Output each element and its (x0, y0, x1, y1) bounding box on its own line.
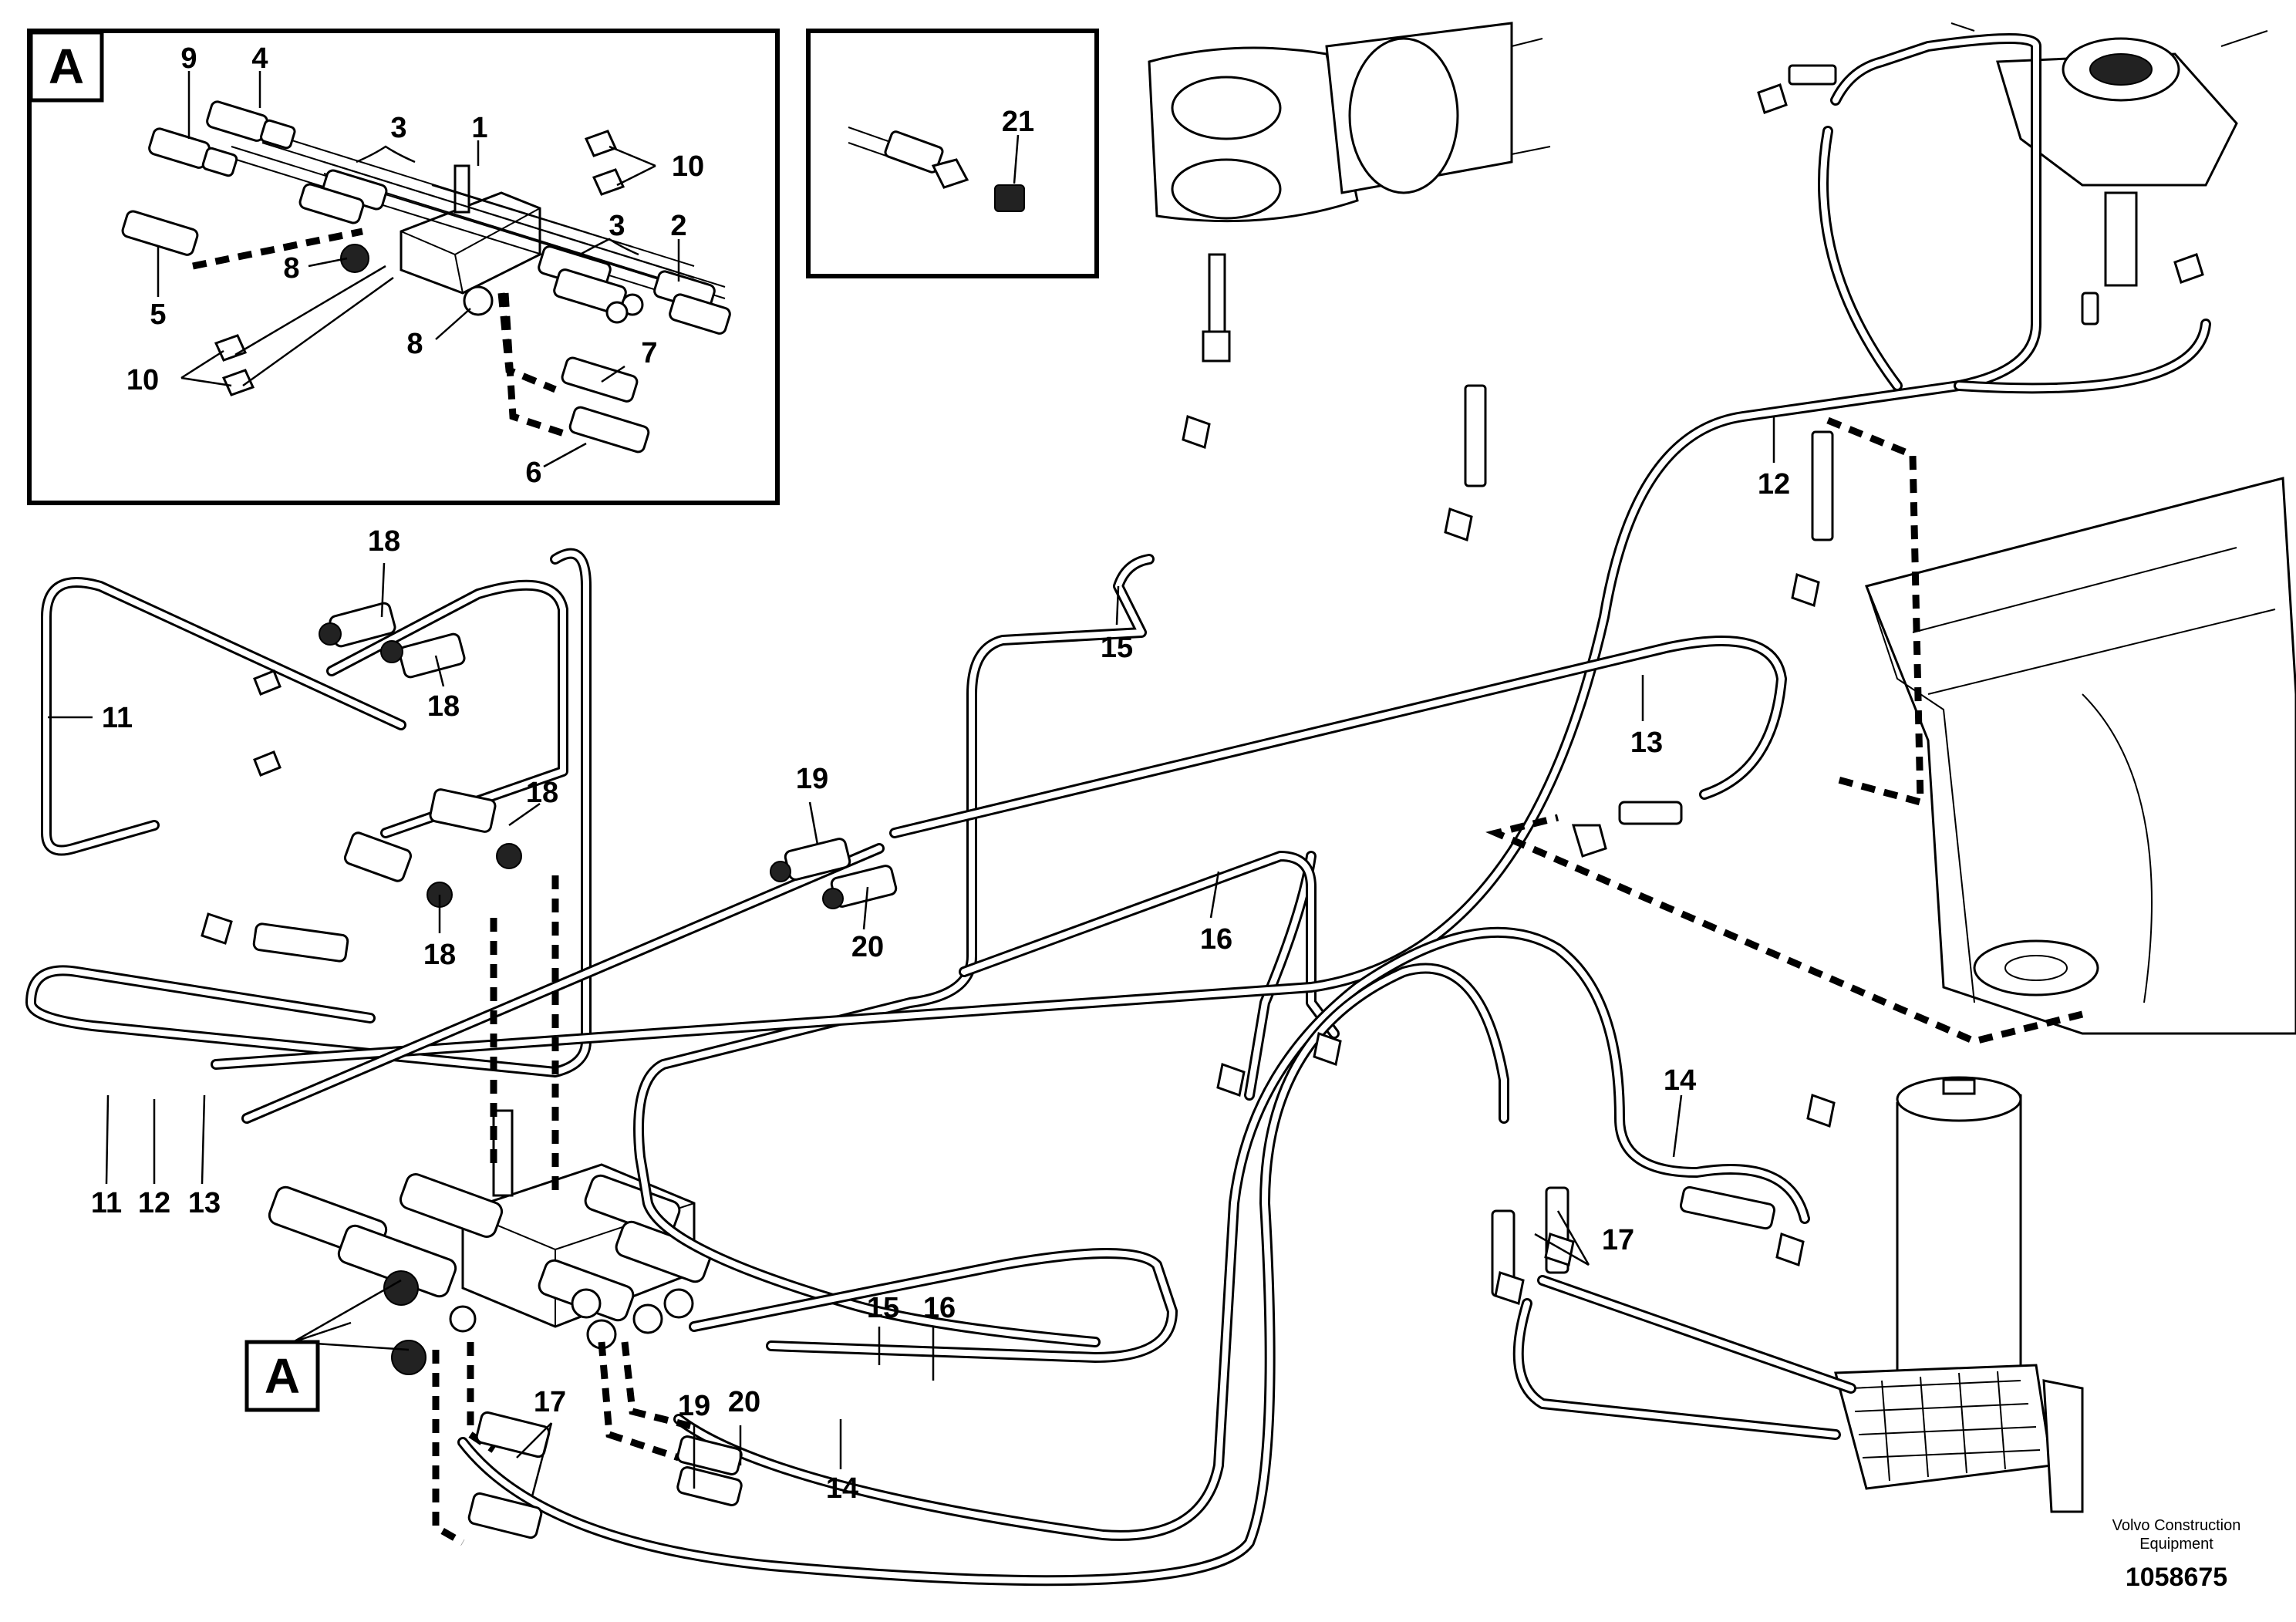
coupling-7 (561, 356, 639, 403)
callout-20-upper: 20 (851, 931, 884, 963)
hose-15 (633, 554, 1155, 1347)
callout-14-lower: 14 (826, 1472, 858, 1505)
callout-2: 2 (670, 210, 686, 242)
fitting-18 (319, 602, 522, 908)
distribution-block-assembly (121, 100, 731, 454)
cylinder-top-center (1148, 22, 1551, 363)
callout-9: 9 (180, 42, 197, 75)
callout-11-lower: 11 (91, 1187, 122, 1219)
callout-12-lower: 12 (138, 1187, 170, 1219)
callout-16-lower: 16 (923, 1292, 956, 1324)
coupling-3-right (538, 245, 644, 324)
cylinder-top-right (1950, 22, 2268, 287)
main-distribution-block (268, 1109, 712, 1375)
fittings (201, 64, 2204, 1539)
view-reference-a: A (244, 1340, 320, 1412)
detail-view-a: A (27, 29, 780, 505)
hose-17 (457, 963, 1856, 1587)
callout-10-upper: 10 (672, 150, 704, 183)
callout-6: 6 (525, 457, 541, 489)
callout-20-lower: 20 (728, 1386, 760, 1418)
callout-10-lower: 10 (126, 364, 159, 396)
callout-7: 7 (641, 337, 657, 369)
block-couplings (268, 1173, 712, 1375)
callout-17-right: 17 (1602, 1224, 1634, 1256)
callout-15-upper: 15 (1101, 632, 1133, 664)
plug-8 (340, 244, 494, 316)
callout-11-upper: 11 (102, 702, 133, 734)
callout-18-upper: 18 (427, 690, 460, 723)
callout-18-top: 18 (368, 525, 400, 558)
leader-lines-main (48, 416, 1775, 1497)
coupling-2 (653, 270, 731, 335)
callout-18-middle: 18 (526, 777, 558, 809)
callout-12-upper: 12 (1758, 468, 1790, 501)
callout-1: 1 (471, 112, 487, 144)
view-reference-letter: A (265, 1348, 300, 1404)
callouts-main: 18 18 11 18 18 15 12 13 19 20 16 14 17 1… (91, 468, 1790, 1505)
hose-routing (25, 33, 2211, 1587)
detail-view-plug: 21 (806, 29, 1099, 278)
credit-line-2: Equipment (2139, 1536, 2213, 1553)
callout-13-lower: 13 (188, 1187, 221, 1219)
credit-line-1: Volvo Construction (2112, 1517, 2241, 1534)
leader-lines-view-a (157, 71, 680, 468)
coupling-9 (148, 127, 238, 177)
callout-19-lower: 19 (678, 1390, 710, 1422)
hose-14 (673, 926, 1810, 1541)
elbow-10-lower (214, 334, 255, 396)
callout-17-lower: 17 (534, 1386, 566, 1418)
coupling-3-left (298, 169, 388, 224)
callout-18-lower: 18 (423, 939, 456, 971)
callout-14-right: 14 (1664, 1064, 1696, 1097)
callout-8-left: 8 (283, 252, 299, 285)
hose-13 (241, 636, 1787, 1124)
callout-5: 5 (150, 298, 166, 331)
document-credits: Volvo Construction Equipment 1058675 (2112, 1517, 2241, 1592)
callout-15-lower: 15 (867, 1292, 899, 1324)
lubrication-pump-unit (1834, 1076, 2084, 1513)
callout-21: 21 (1002, 106, 1034, 138)
document-number: 1058675 (2126, 1563, 2227, 1592)
callout-8-lower: 8 (406, 328, 423, 360)
machine-frame-right (1864, 477, 2296, 1035)
callout-16-upper: 16 (1200, 923, 1232, 956)
fitting-elbows (201, 64, 2204, 1305)
callout-19-upper: 19 (796, 763, 828, 795)
elbow-10-upper (584, 130, 625, 196)
coupling-5 (121, 210, 199, 256)
callout-3-upper: 3 (390, 112, 406, 144)
callout-4: 4 (251, 42, 268, 75)
hose-18 (25, 548, 592, 1077)
hose-11 (41, 577, 406, 856)
coupling-6 (568, 406, 650, 454)
hose-12 (211, 33, 2211, 1070)
coupling-4 (206, 100, 296, 150)
callout-13-upper: 13 (1630, 727, 1663, 759)
callout-3-right: 3 (609, 210, 625, 242)
detail-view-a-letter: A (49, 39, 84, 94)
